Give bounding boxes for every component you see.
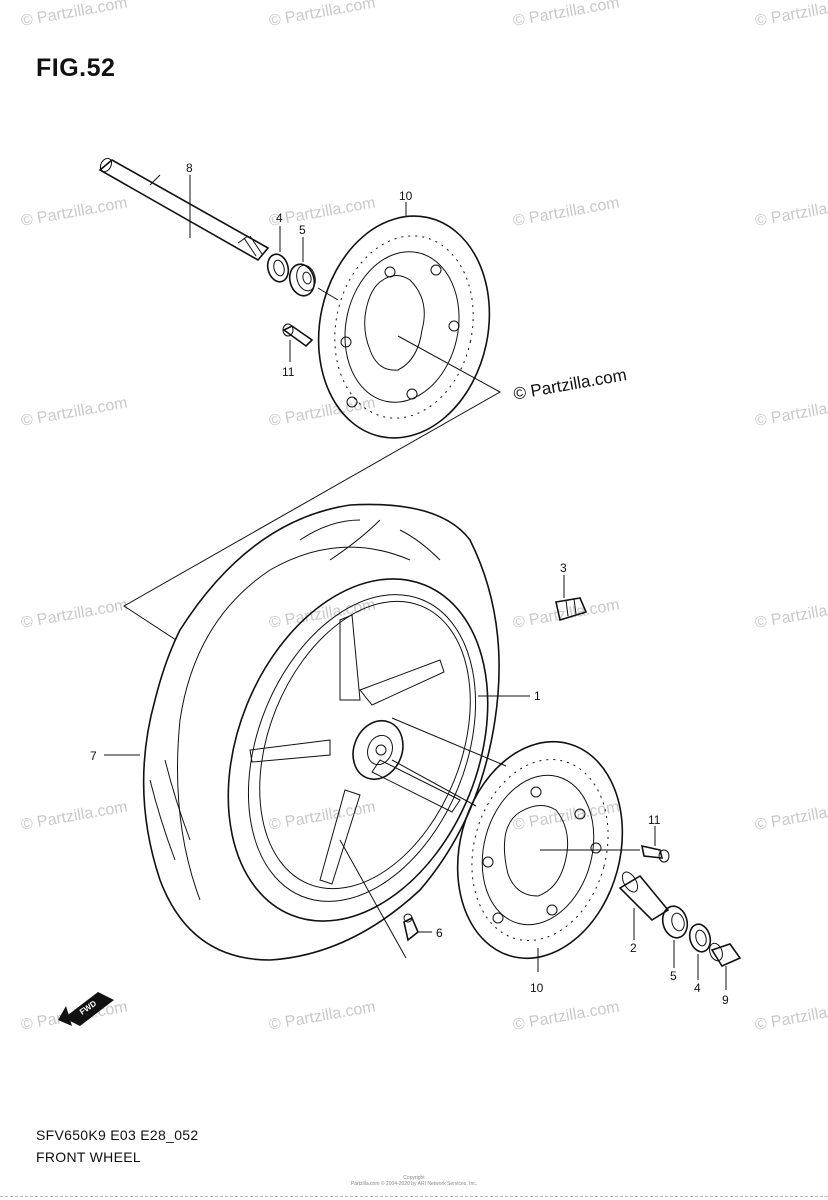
leader-line: [391, 759, 477, 807]
figure-title: FIG.52: [36, 54, 116, 82]
watermark: © Partzilla.com: [512, 194, 621, 229]
watermark: © Partzilla.com: [268, 194, 377, 229]
front-wheel-assembly[interactable]: [142, 503, 536, 961]
callout-labels: 8 4 5 10 11 3 1 7 11 6 2 5 4 10 9: [90, 161, 729, 1007]
callout-1: 1: [534, 689, 541, 703]
callout-3: 3: [560, 561, 567, 575]
bolt-part-11-bottom[interactable]: [640, 844, 670, 863]
callout-5-top: 5: [299, 223, 306, 237]
callout-9: 9: [722, 993, 729, 1007]
valve-part-6[interactable]: [403, 913, 419, 942]
balancer-part-3[interactable]: [555, 597, 588, 622]
watermark: © Partzilla.com: [754, 596, 828, 631]
watermark: © Partzilla.com: [268, 0, 377, 30]
page-border: [0, 1196, 828, 1197]
watermark: © Partzilla.com: [754, 194, 828, 229]
watermark: © Partzilla.com: [512, 998, 621, 1033]
callout-10-bottom: 10: [530, 981, 544, 995]
collar-part-9[interactable]: [707, 941, 742, 968]
bearing-part-5-top[interactable]: [286, 261, 318, 298]
watermark: © Partzilla.com: [20, 0, 129, 30]
axle-part-8[interactable]: [98, 156, 270, 262]
watermark: © Partzilla.com: [268, 798, 377, 833]
oil-seal-part-4-top[interactable]: [265, 252, 292, 284]
watermark: © Partzilla.com: [20, 394, 129, 429]
callout-4-bottom: 4: [694, 981, 701, 995]
watermark: © Partzilla.com: [268, 998, 377, 1033]
watermark: © Partzilla.com: [754, 394, 828, 429]
bolt-part-11-top[interactable]: [282, 323, 314, 348]
callout-2: 2: [630, 941, 637, 955]
watermark: © Partzilla.com: [512, 798, 621, 833]
leader-line: [339, 839, 407, 959]
brake-disc-part-10-bottom[interactable]: [434, 723, 645, 977]
callout-4-top: 4: [276, 211, 283, 225]
callout-11-top: 11: [282, 365, 295, 379]
watermark: © Partzilla.com: [20, 194, 129, 229]
callout-6: 6: [436, 926, 443, 940]
callout-8: 8: [186, 161, 193, 175]
watermark: © Partzilla.com: [512, 0, 621, 30]
watermark: © Partzilla.com: [20, 596, 129, 631]
diagram-code: SFV650K9 E03 E28_052: [36, 1127, 199, 1143]
watermark: © Partzilla.com: [754, 798, 828, 833]
brake-disc-part-10-top[interactable]: [299, 200, 510, 454]
callout-11-bottom: 11: [648, 813, 661, 827]
watermark: © Partzilla.com: [20, 798, 129, 833]
leader-line: [317, 287, 339, 301]
watermark: © Partzilla.com: [268, 394, 377, 429]
callout-5-bottom: 5: [670, 969, 677, 983]
assembly-bracket: [123, 335, 502, 641]
watermark-layer: © Partzilla.com © Partzilla.com © Partzi…: [20, 0, 828, 1034]
bearing-part-5-bottom[interactable]: [659, 903, 690, 940]
forward-arrow-icon: FWD: [58, 992, 114, 1026]
callout-7: 7: [90, 749, 97, 763]
oil-seal-part-4-bottom[interactable]: [687, 922, 714, 954]
watermark: © Partzilla.com: [754, 998, 828, 1033]
callout-10-top: 10: [399, 189, 413, 203]
copyright-line-2: Partzilla.com © 2004-2020 by ARI Network…: [350, 1181, 478, 1187]
copyright-line-1: Copyright: [403, 1175, 425, 1181]
diagram-name: FRONT WHEEL: [36, 1149, 141, 1165]
spacer-part-2[interactable]: [618, 869, 670, 922]
watermark: © Partzilla.com: [754, 0, 828, 30]
leader-line: [391, 717, 507, 767]
